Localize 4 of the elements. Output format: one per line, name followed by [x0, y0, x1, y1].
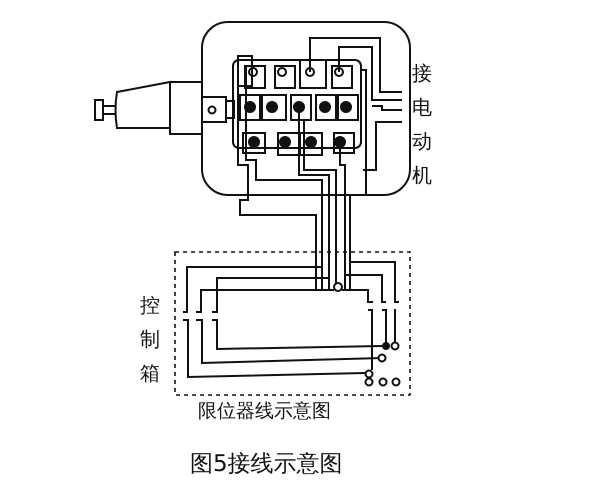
- sub-caption: 限位器线示意图: [198, 400, 331, 424]
- control-box-label: 控制箱: [140, 292, 161, 387]
- figure-caption: 图5接线示意图: [190, 450, 343, 479]
- motor-connection-label: 接电动机: [412, 60, 433, 189]
